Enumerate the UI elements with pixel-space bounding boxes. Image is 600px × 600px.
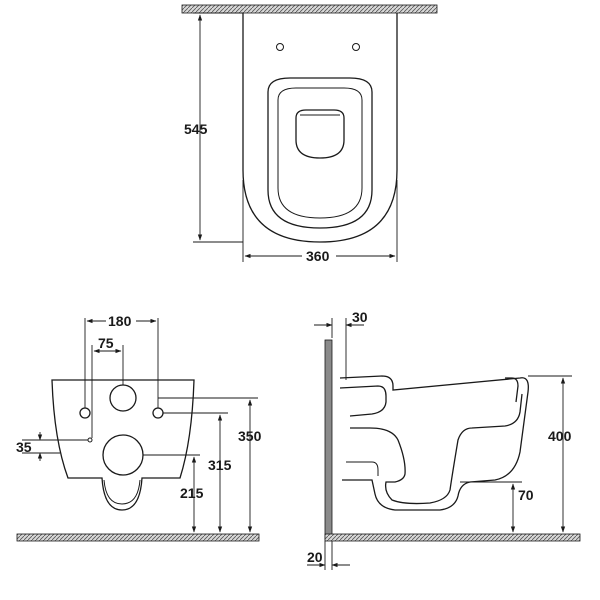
label-20: 20 bbox=[307, 549, 323, 565]
bolt-hole-left bbox=[276, 43, 284, 51]
bolt-hole-front-right bbox=[152, 407, 164, 419]
side-view: 30 20 400 70 bbox=[307, 309, 581, 570]
trap-detail bbox=[346, 461, 379, 476]
label-545: 545 bbox=[184, 121, 208, 137]
floor-section bbox=[324, 533, 581, 542]
bolt-hole-front-left bbox=[79, 407, 91, 419]
label-30: 30 bbox=[352, 309, 368, 325]
outlet-horn bbox=[103, 479, 141, 505]
label-bg-180 bbox=[106, 313, 136, 329]
water-surface bbox=[295, 109, 345, 159]
rim-detail bbox=[505, 377, 519, 403]
outlet-hole bbox=[102, 434, 144, 476]
label-360: 360 bbox=[306, 248, 330, 264]
front-view: 180 75 35 350 315 215 bbox=[16, 313, 262, 542]
wall-strip-top bbox=[181, 4, 438, 14]
label-35: 35 bbox=[16, 439, 32, 455]
label-350: 350 bbox=[238, 428, 262, 444]
label-75: 75 bbox=[98, 335, 114, 351]
label-180: 180 bbox=[108, 313, 132, 329]
seat-inner bbox=[277, 87, 363, 219]
bowl-outline-side bbox=[339, 375, 529, 511]
bowl-inner-side bbox=[339, 385, 523, 505]
label-400: 400 bbox=[548, 428, 572, 444]
wall-section bbox=[324, 339, 333, 541]
seat-outer bbox=[267, 77, 373, 229]
label-70: 70 bbox=[518, 487, 534, 503]
water-inlet-point bbox=[87, 437, 93, 443]
floor-strip-front bbox=[16, 533, 260, 542]
bolt-hole-right bbox=[352, 43, 360, 51]
inlet-hole bbox=[109, 384, 137, 412]
label-bg-360 bbox=[302, 248, 336, 264]
label-215: 215 bbox=[180, 485, 204, 501]
bowl-outline-front bbox=[51, 379, 195, 511]
top-view: 545 360 bbox=[181, 4, 438, 264]
bowl-outline-top bbox=[242, 13, 398, 243]
label-315: 315 bbox=[208, 457, 232, 473]
